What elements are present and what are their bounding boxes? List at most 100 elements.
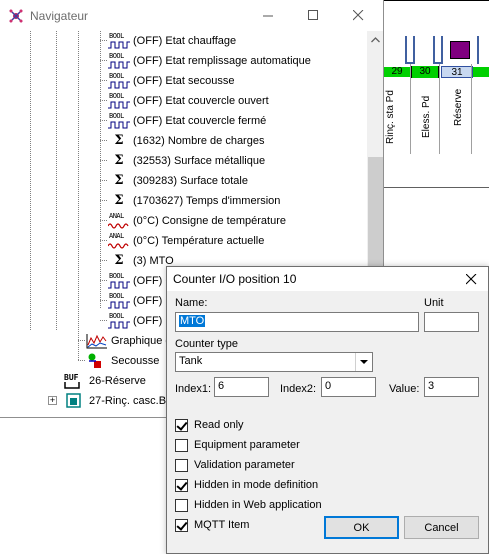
tree-item[interactable]: BOOL (OFF) P [108,291,173,311]
bool-icon: BOOL [108,272,130,290]
tree-branch [100,240,108,241]
scroll-up-icon[interactable] [367,31,383,48]
close-button[interactable] [336,0,381,31]
tank-label: Rinç. sta Pd [385,90,396,144]
status-bar-green [473,67,489,77]
tree-item[interactable]: BOOL (OFF) Etat chauffage [108,31,236,51]
bool-icon: BOOL [108,32,130,50]
checkbox-box[interactable] [175,418,188,432]
tree-item-reserve[interactable]: BUF 26-Réserve [64,371,146,391]
load-marker[interactable] [450,41,470,59]
dialog-titlebar[interactable]: Counter I/O position 10 [167,267,488,291]
name-input[interactable]: MTO [175,312,419,332]
equipment-parameter-checkbox[interactable]: Equipment parameter [175,437,300,453]
chevron-down-icon[interactable] [355,353,372,371]
checkbox-box[interactable] [175,498,188,512]
tree-item[interactable]: Σ (3) MTO [108,251,174,271]
sigma-icon: Σ [114,153,124,168]
position-cell[interactable]: 31 [441,66,473,78]
unit-input[interactable] [424,312,479,332]
navigator-app-icon [9,9,23,23]
tree-item[interactable]: BOOL (OFF) Etat secousse [108,71,234,91]
checkbox-box[interactable] [175,518,188,532]
checkbox-box[interactable] [175,478,188,492]
checkbox-label: Equipment parameter [194,439,300,451]
plant-separator [471,64,472,154]
tree-branch [100,300,108,301]
tank-wall [433,36,435,64]
tank-label: Eless. Pd [421,95,432,138]
tree-branch [100,200,108,201]
dialog-title: Counter I/O position 10 [173,272,297,286]
validation-parameter-checkbox[interactable]: Validation parameter [175,457,295,473]
tree-item-label: (OFF) P [133,315,173,327]
graph-icon [86,332,108,350]
close-icon [465,273,476,284]
tree-item-label: (1703627) Temps d'immersion [133,195,281,207]
checkbox-label: Hidden in mode definition [194,479,319,491]
checkbox-label: MQTT Item [194,519,250,531]
ok-button[interactable]: OK [324,516,399,539]
tank-wall [441,36,443,64]
tree-item[interactable]: ANAL (0°C) Consigne de température [108,211,286,231]
hidden-mode-definition-checkbox[interactable]: Hidden in mode definition [175,477,318,493]
counter-type-select[interactable]: Tank [175,352,373,372]
tree-item[interactable]: Σ (309283) Surface totale [108,171,248,191]
tree-item[interactable]: BOOL (OFF) Etat couvercle fermé [108,111,266,131]
tree-line [100,31,101,309]
tree-item[interactable]: BOOL (OFF) P [108,311,173,331]
tree-item-label: (OFF) Etat chauffage [133,35,237,47]
tree-item[interactable]: ANAL (0°C) Température actuelle [108,231,264,251]
tree-item-label: (OFF) Etat couvercle ouvert [133,95,269,107]
navigator-titlebar[interactable]: Navigateur [0,0,383,31]
analog-icon: ANAL [108,232,130,250]
value-input[interactable]: 3 [424,377,479,397]
mqtt-item-checkbox[interactable]: MQTT Item [175,517,249,533]
sigma-icon: Σ [114,193,124,208]
minimize-button[interactable] [246,0,291,31]
checkbox-box[interactable] [175,458,188,472]
position-cell[interactable]: 30 [411,66,439,78]
tree-branch [100,120,108,121]
analog-icon: ANAL [108,212,130,230]
minimize-icon [263,15,273,17]
maximize-button[interactable] [291,0,336,31]
tree-item[interactable]: BOOL (OFF) Etat remplissage automatique [108,51,311,71]
tank-wall [477,36,479,64]
tree-branch [100,320,108,321]
tree-item-label: 27-Rinç. casc.B [89,395,167,407]
tree-item-label: (OFF) Etat secousse [133,75,235,87]
tree-item[interactable]: BOOL (OFF) Etat couvercle ouvert [108,91,269,111]
tree-item-cascade[interactable]: 27-Rinç. casc.B [64,391,166,411]
tree-item[interactable]: BOOL (OFF) C [108,271,173,291]
dialog-close-button[interactable] [454,267,488,291]
tree-item[interactable]: Σ (1703627) Temps d'immersion [108,191,280,211]
tree-item-shake[interactable]: Secousse [86,351,159,371]
index1-input[interactable]: 6 [214,377,269,397]
tree-item[interactable]: Σ (1632) Nombre de charges [108,131,264,151]
tree-item[interactable]: Σ (32553) Surface métallique [108,151,265,171]
tank-label: Réserve [453,88,464,126]
sigma-icon: Σ [114,253,124,268]
tree-item-label: 26-Réserve [89,375,146,387]
read-only-checkbox[interactable]: Read only [175,417,244,433]
expand-icon[interactable]: + [48,395,57,405]
tree-branch [100,220,108,221]
tree-item-label: (3) MTO [133,255,174,267]
counter-type-value: Tank [179,355,203,367]
checkbox-box[interactable] [175,438,188,452]
position-cell[interactable]: 29 [391,66,403,77]
tree-item-label: (0°C) Consigne de température [133,215,286,227]
unit-label: Unit [424,297,444,309]
cancel-button[interactable]: Cancel [404,516,479,539]
tree-item-graph[interactable]: Graphique d [86,331,172,351]
tree-branch [100,100,108,101]
scroll-thumb[interactable] [368,157,383,281]
navigator-tree[interactable]: BOOL (OFF) Etat chauffage BOOL (OFF) Eta… [0,31,367,417]
index2-input[interactable]: 0 [321,377,376,397]
tank-icon [64,392,86,410]
hidden-web-application-checkbox[interactable]: Hidden in Web application [175,497,322,513]
plant-view: 29 30 31 Rinç. sta Pd Eless. Pd Réserve [383,0,489,190]
index1-label: Index1: [175,383,212,395]
name-value: MTO [179,315,206,327]
